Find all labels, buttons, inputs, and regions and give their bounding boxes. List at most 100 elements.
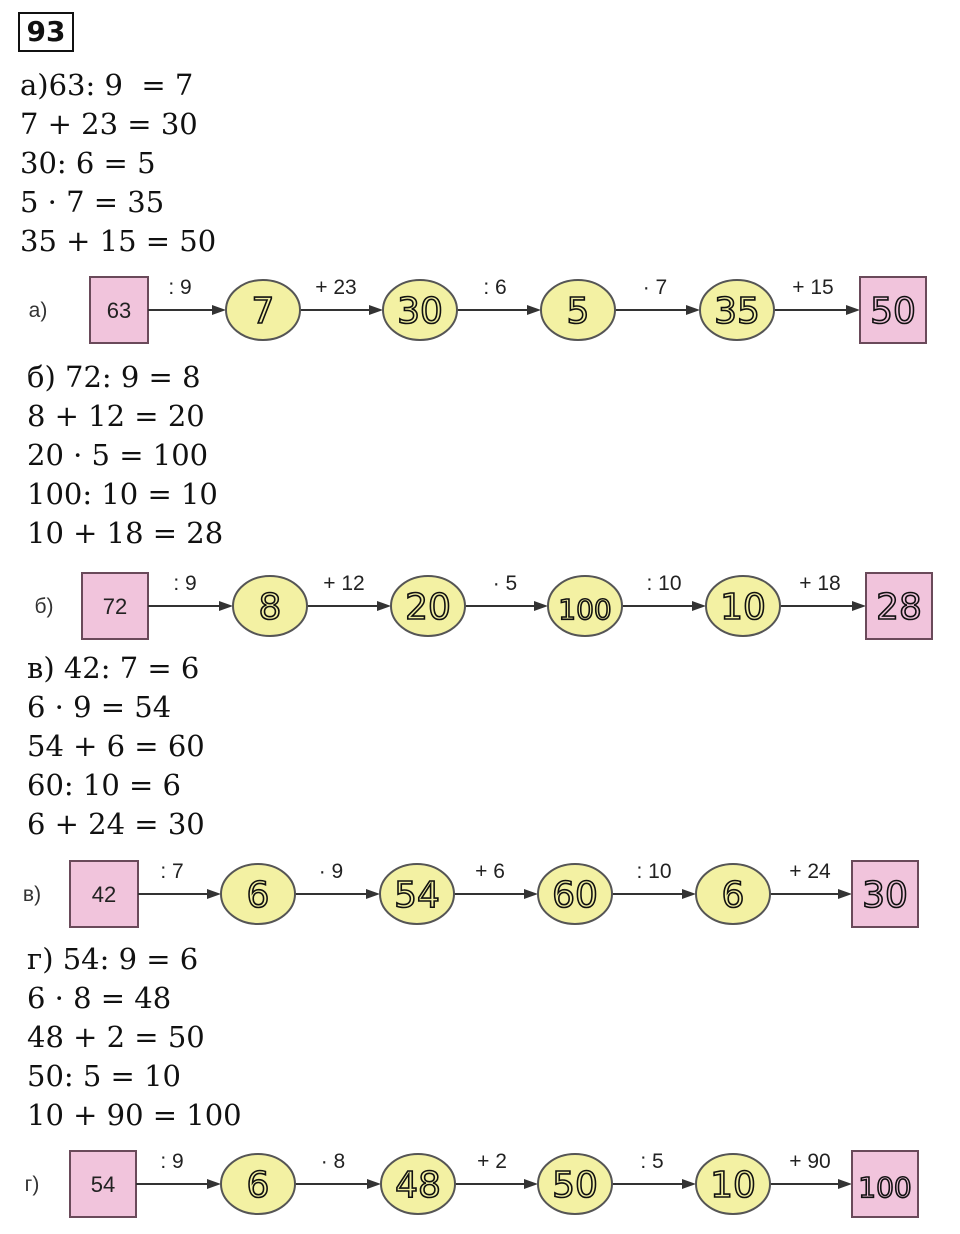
handwritten-final: 30	[862, 875, 908, 916]
operation-label: : 9	[173, 572, 196, 595]
final-box	[859, 276, 927, 344]
chain-diagram: а) 63 : 9 + 23 : 6 · 7 + 15 7 30 5 35 50	[0, 272, 960, 352]
arrow-head	[524, 889, 538, 899]
arrow-head	[367, 1179, 381, 1189]
diagram-label: в)	[23, 883, 41, 906]
arrow-head	[838, 1179, 852, 1189]
operation-label: : 9	[168, 276, 191, 299]
result-ellipse	[225, 279, 301, 341]
start-value: 42	[92, 882, 116, 907]
handwritten-final: 28	[876, 587, 922, 628]
arrow-head	[527, 305, 541, 315]
result-ellipse	[547, 575, 623, 637]
equation-line: 54 + 6 = 60	[27, 729, 205, 763]
equation-line: 6 · 9 = 54	[27, 690, 172, 724]
final-box	[851, 1150, 919, 1218]
equation-line: г) 54: 9 = 6	[27, 942, 199, 976]
operation-label: : 6	[483, 276, 506, 299]
diagram-label: г)	[25, 1173, 40, 1196]
arrow-head	[377, 601, 391, 611]
equation-line: 30: 6 = 5	[20, 146, 156, 180]
equation-line: 8 + 12 = 20	[27, 399, 205, 433]
result-ellipse	[537, 863, 613, 925]
operation-label: · 8	[321, 1150, 346, 1173]
start-box	[69, 1150, 137, 1218]
handwritten-result: 54	[394, 875, 440, 916]
arrow-head	[212, 305, 226, 315]
arrow-head	[369, 305, 383, 315]
arrow-head	[524, 1179, 538, 1189]
operation-label: · 5	[493, 572, 518, 595]
equation-line: 100: 10 = 10	[27, 477, 218, 511]
arrow-head	[366, 889, 380, 899]
arrow-head	[682, 1179, 696, 1189]
handwritten-result: 60	[552, 875, 598, 916]
result-ellipse	[537, 1153, 613, 1215]
handwritten-final: 100	[858, 1171, 911, 1204]
operation-label: + 15	[792, 276, 833, 299]
equation-list: в) 42: 7 = 6 6 · 9 = 54 54 + 6 = 60 60: 10 …	[27, 649, 205, 844]
final-box	[865, 572, 933, 640]
diagram-label: а)	[29, 299, 48, 322]
operation-label: + 23	[315, 276, 356, 299]
operation-label: : 9	[160, 1150, 183, 1173]
result-ellipse	[382, 279, 458, 341]
result-ellipse	[540, 279, 616, 341]
start-value: 72	[103, 594, 127, 619]
operation-label: : 5	[640, 1150, 663, 1173]
result-ellipse	[380, 1153, 456, 1215]
equation-line: а)63: 9 = 7	[20, 68, 194, 102]
result-ellipse	[695, 863, 771, 925]
handwritten-result: 35	[714, 291, 760, 332]
handwritten-result: 7	[252, 291, 275, 332]
handwritten-result: 10	[720, 587, 766, 628]
chain-diagram-svg: а) 63 : 9 + 23 : 6 · 7 + 15 7 30 5 35 50	[29, 276, 927, 344]
handwritten-result: 20	[405, 587, 451, 628]
handwritten-result: 6	[722, 875, 745, 916]
result-ellipse	[220, 863, 296, 925]
equation-line: 60: 10 = 6	[27, 768, 181, 802]
handwritten-final: 50	[870, 291, 916, 332]
handwritten-result: 30	[397, 291, 443, 332]
arrow-head	[534, 601, 548, 611]
arrow-head	[682, 889, 696, 899]
operation-label: + 12	[323, 572, 364, 595]
chain-diagram-svg: б) 72 : 9 + 12 · 5 : 10 + 18 8 20 100 10 28	[34, 572, 933, 640]
arrow-head	[686, 305, 700, 315]
equation-line: в) 42: 7 = 6	[27, 651, 200, 685]
handwritten-result: 8	[259, 587, 282, 628]
handwritten-result: 48	[395, 1165, 441, 1206]
equation-line: 50: 5 = 10	[27, 1059, 181, 1093]
arrow-head	[846, 305, 860, 315]
handwritten-result: 6	[247, 875, 270, 916]
result-ellipse	[705, 575, 781, 637]
equation-line: 35 + 15 = 50	[20, 224, 217, 258]
equation-line: 6 + 24 = 30	[27, 807, 205, 841]
equation-line: 6 · 8 = 48	[27, 981, 172, 1015]
start-box	[69, 860, 139, 928]
task-number: 93	[18, 12, 74, 52]
operation-label: + 18	[799, 572, 840, 595]
operation-label: · 7	[643, 276, 668, 299]
diagram-label: б)	[34, 595, 53, 618]
operation-label: + 90	[789, 1150, 830, 1173]
handwritten-result: 100	[558, 593, 611, 626]
handwritten-result: 6	[247, 1165, 270, 1206]
arrow-head	[219, 601, 233, 611]
start-box	[81, 572, 149, 640]
result-ellipse	[232, 575, 308, 637]
final-box	[851, 860, 919, 928]
equation-line: 20 · 5 = 100	[27, 438, 209, 472]
handwritten-result: 5	[567, 291, 590, 332]
result-ellipse	[220, 1153, 296, 1215]
start-value: 63	[107, 298, 131, 323]
operation-label: : 10	[646, 572, 681, 595]
equation-line: 7 + 23 = 30	[20, 107, 198, 141]
operation-label: + 24	[789, 860, 831, 883]
